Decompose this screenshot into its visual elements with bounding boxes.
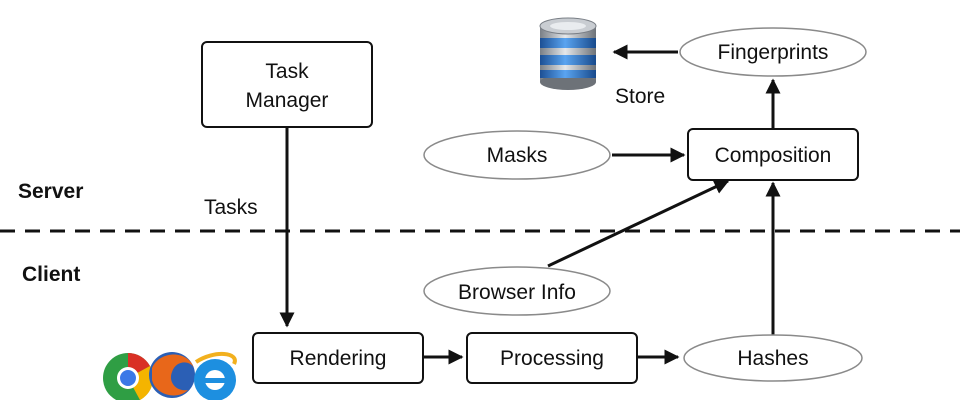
rendering-node: Rendering xyxy=(252,332,424,384)
tasks-edge-label: Tasks xyxy=(204,196,258,219)
browser-info-label: Browser Info xyxy=(458,281,576,304)
task-manager-label-line1: Task xyxy=(265,60,309,83)
fingerprints-node: Fingerprints xyxy=(679,27,867,77)
hashes-node: Hashes xyxy=(683,334,863,382)
rendering-label: Rendering xyxy=(290,347,387,370)
composition-label: Composition xyxy=(715,144,832,167)
task-manager-label-line2: Manager xyxy=(246,89,329,112)
processing-label: Processing xyxy=(500,347,604,370)
hashes-label: Hashes xyxy=(737,347,808,370)
fingerprints-label: Fingerprints xyxy=(718,41,829,64)
masks-node: Masks xyxy=(423,130,611,180)
chrome-icon xyxy=(103,352,154,400)
browser-info-node: Browser Info xyxy=(423,266,611,316)
database-icon xyxy=(539,17,597,90)
store-edge-label: Store xyxy=(615,85,665,108)
masks-label: Masks xyxy=(487,144,548,167)
processing-node: Processing xyxy=(466,332,638,384)
client-zone-label: Client xyxy=(22,263,80,286)
firefox-icon xyxy=(149,352,195,398)
composition-node: Composition xyxy=(687,128,859,181)
browser-icons xyxy=(103,352,237,400)
edge-browserinfo-composition xyxy=(547,179,730,268)
server-zone-label: Server xyxy=(18,180,83,203)
internet-explorer-icon xyxy=(194,352,237,400)
task-manager-node: Task Manager xyxy=(201,41,373,128)
